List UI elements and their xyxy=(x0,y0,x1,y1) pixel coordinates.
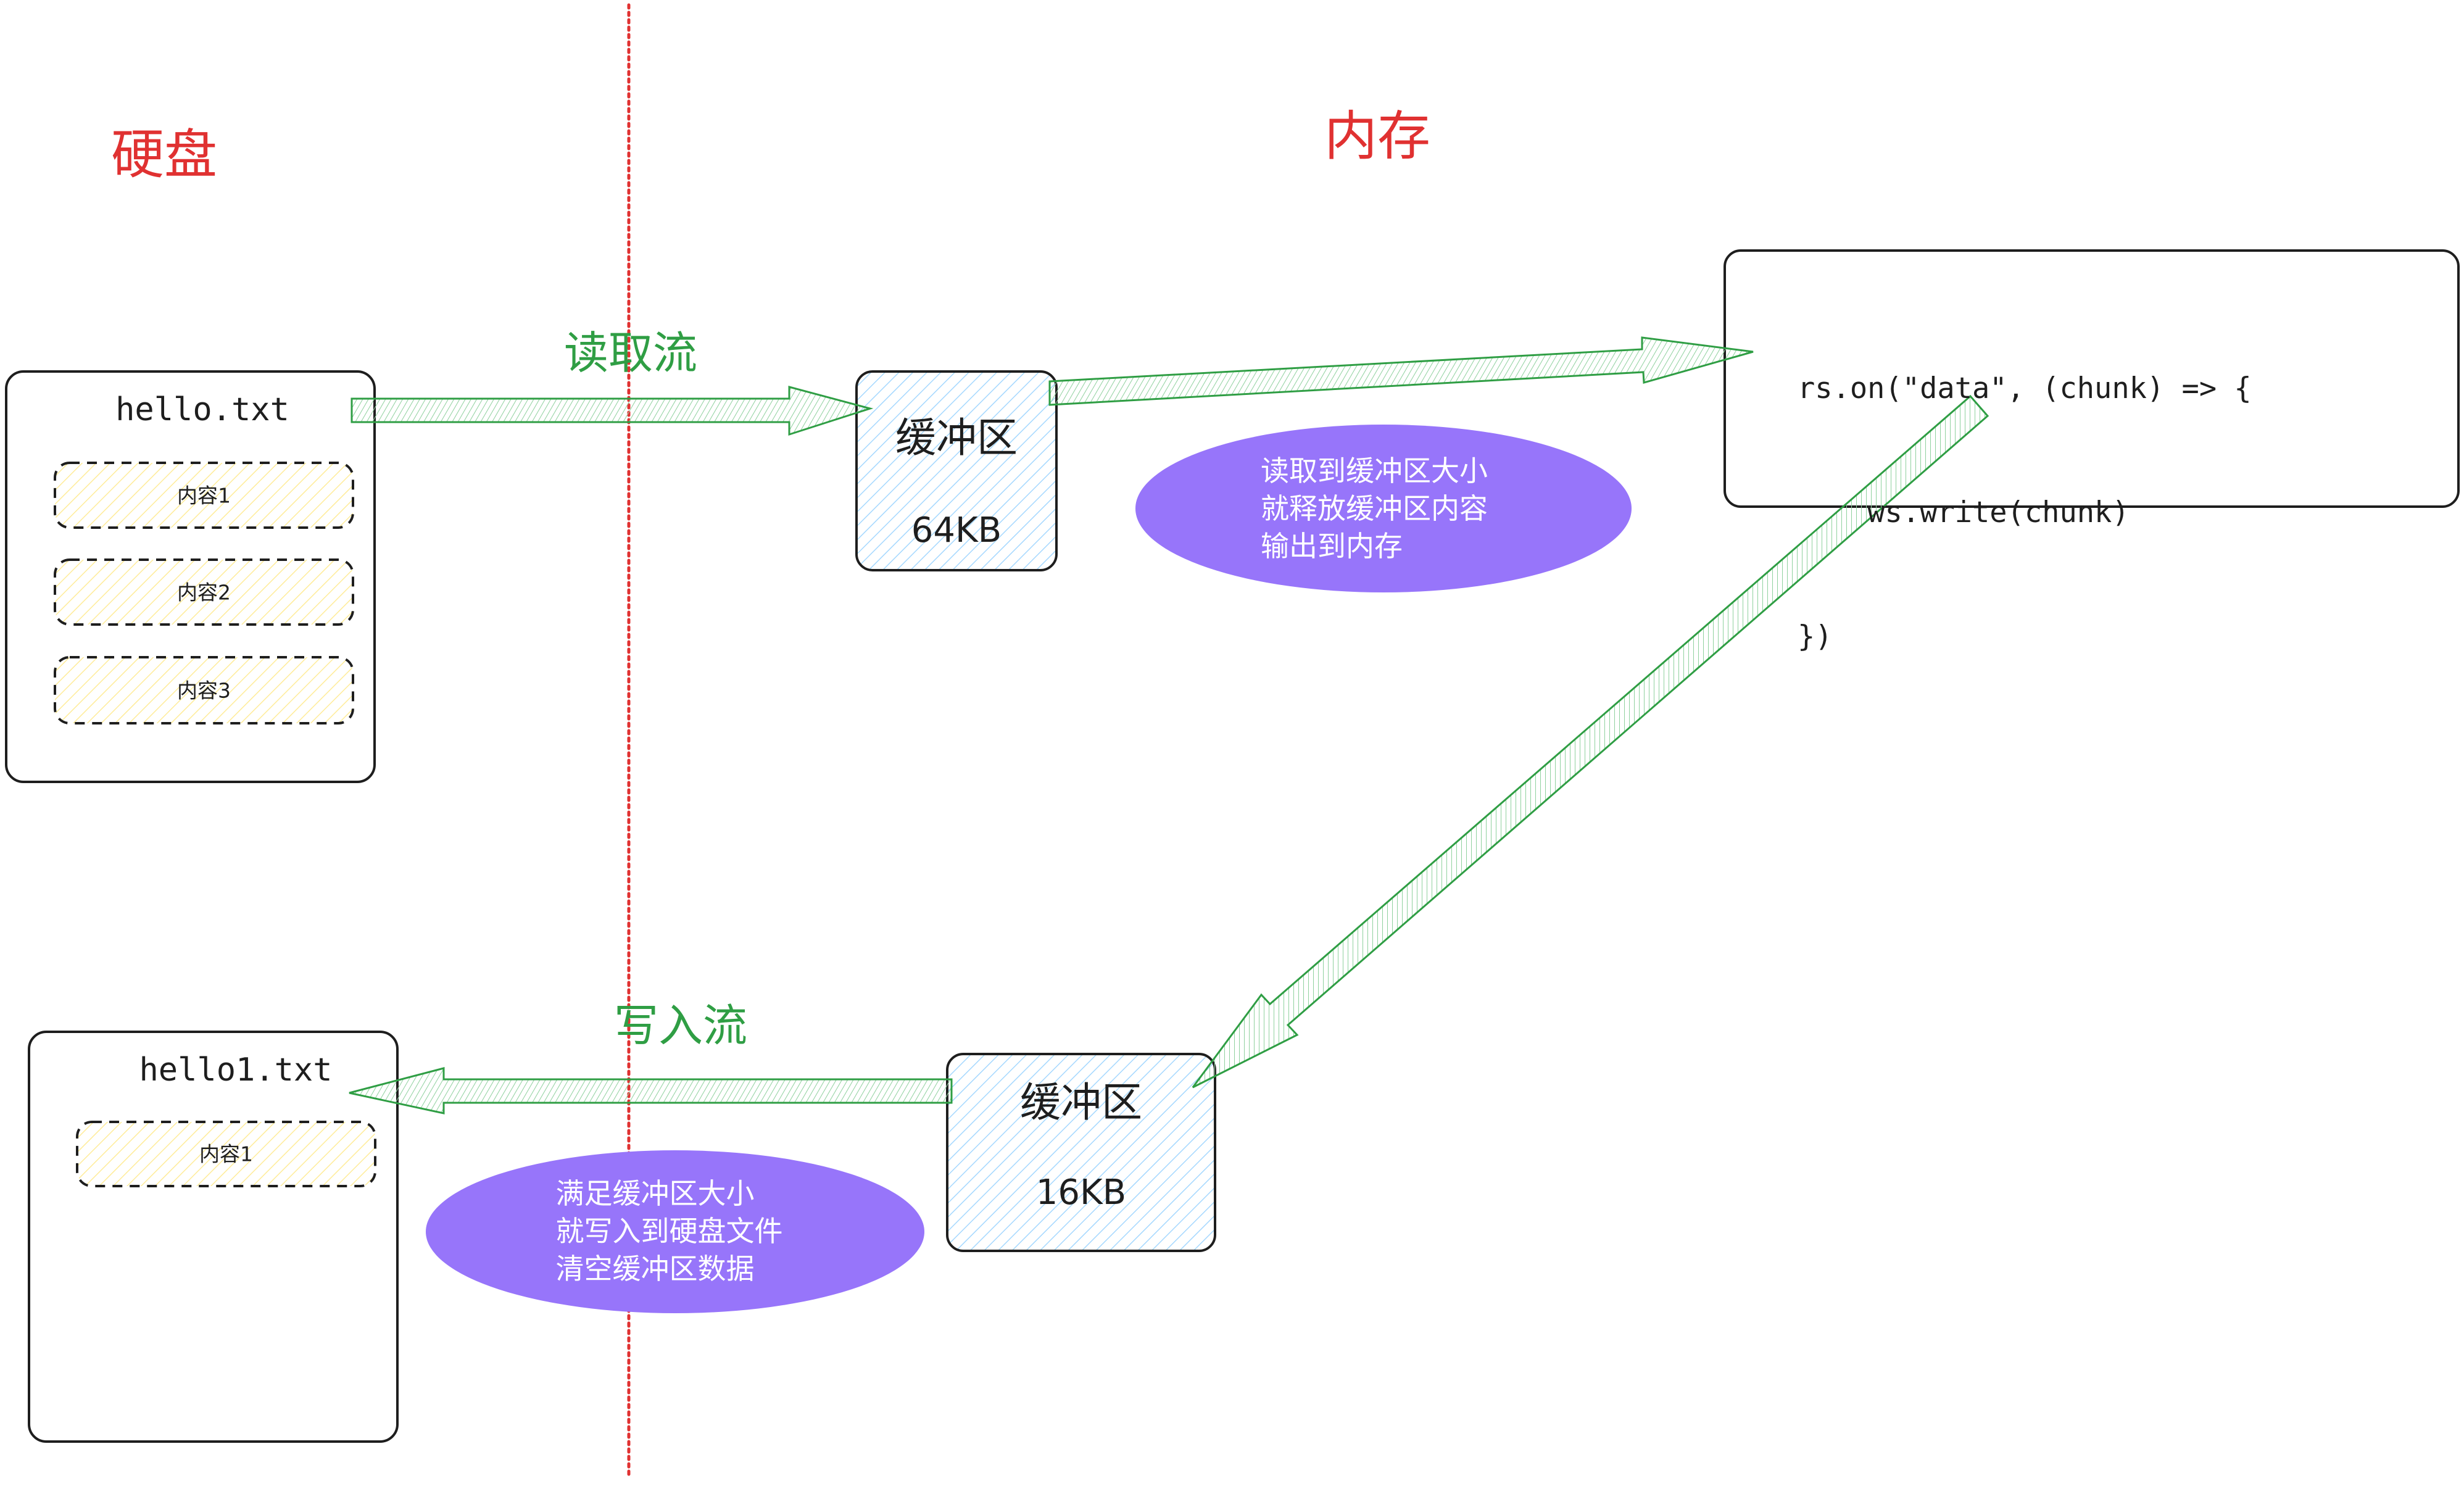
source-chunks xyxy=(54,462,354,724)
read-note: 读取到缓冲区大小 就释放缓冲区内容 输出到内存 xyxy=(1135,425,1632,592)
read-note-line-2: 就释放缓冲区内容 xyxy=(1261,491,1488,525)
write-stream-label: 写入流 xyxy=(613,1000,748,1052)
write-note-line-3: 清空缓冲区数据 xyxy=(555,1252,755,1285)
write-note: 满足缓冲区大小 就写入到硬盘文件 清空缓冲区数据 xyxy=(426,1150,924,1313)
buffer-to-memory-arrow xyxy=(1048,336,1754,406)
write-stream-arrow xyxy=(349,1067,953,1114)
code-line-2: ws.write(chunk) xyxy=(1798,496,2130,529)
target-file-box[interactable] xyxy=(28,1031,399,1443)
read-note-ellipse xyxy=(1135,425,1632,592)
memory-to-write-buffer-arrow xyxy=(1192,394,1989,1089)
write-note-line-2: 就写入到硬盘文件 xyxy=(555,1214,783,1248)
read-stream-label: 读取流 xyxy=(563,327,698,379)
read-note-line-3: 输出到内存 xyxy=(1261,529,1403,563)
source-chunk-3-shape xyxy=(54,656,354,724)
memory-zone-label: 内存 xyxy=(1324,106,1430,167)
code-box[interactable] xyxy=(1724,249,2460,508)
source-file-name: hello.txt xyxy=(115,391,289,428)
write-buffer-title: 缓冲区 xyxy=(1020,1079,1142,1126)
source-chunk-2: 内容2 xyxy=(55,560,353,625)
source-chunk-2-label: 内容2 xyxy=(177,580,231,604)
target-chunk-1-label: 内容1 xyxy=(199,1142,253,1166)
source-chunk-3-label: 内容3 xyxy=(177,678,231,702)
read-buffer: 缓冲区 64KB xyxy=(857,372,1056,570)
write-note-line-1: 满足缓冲区大小 xyxy=(555,1177,755,1210)
code-snippet: rs.on("data", (chunk) => { ws.write(chun… xyxy=(1798,285,2252,699)
read-note-line-1: 读取到缓冲区大小 xyxy=(1261,454,1488,488)
target-chunk-1-shape xyxy=(76,1121,376,1187)
target-file-name: hello1.txt xyxy=(139,1052,333,1089)
code-line-3: }) xyxy=(1798,620,1833,654)
write-note-ellipse xyxy=(426,1150,924,1313)
source-chunk-2-shape xyxy=(54,558,354,626)
code-line-1: rs.on("data", (chunk) => { xyxy=(1798,372,2252,405)
disk-zone-label: 硬盘 xyxy=(111,124,217,186)
read-buffer-size: 64KB xyxy=(911,510,1002,550)
read-buffer-box[interactable] xyxy=(855,370,1058,571)
source-chunk-1-shape xyxy=(54,462,354,529)
source-chunk-1: 内容1 xyxy=(55,463,353,528)
write-buffer: 缓冲区 16KB xyxy=(947,1054,1215,1251)
read-buffer-title: 缓冲区 xyxy=(895,414,1018,462)
read-stream-arrow xyxy=(351,386,874,436)
source-chunk-1-label: 内容1 xyxy=(177,483,231,507)
write-buffer-box[interactable] xyxy=(946,1053,1216,1252)
write-buffer-size: 16KB xyxy=(1035,1173,1127,1213)
target-chunk-1: 内容1 xyxy=(77,1122,375,1186)
source-chunk-3: 内容3 xyxy=(55,657,353,723)
